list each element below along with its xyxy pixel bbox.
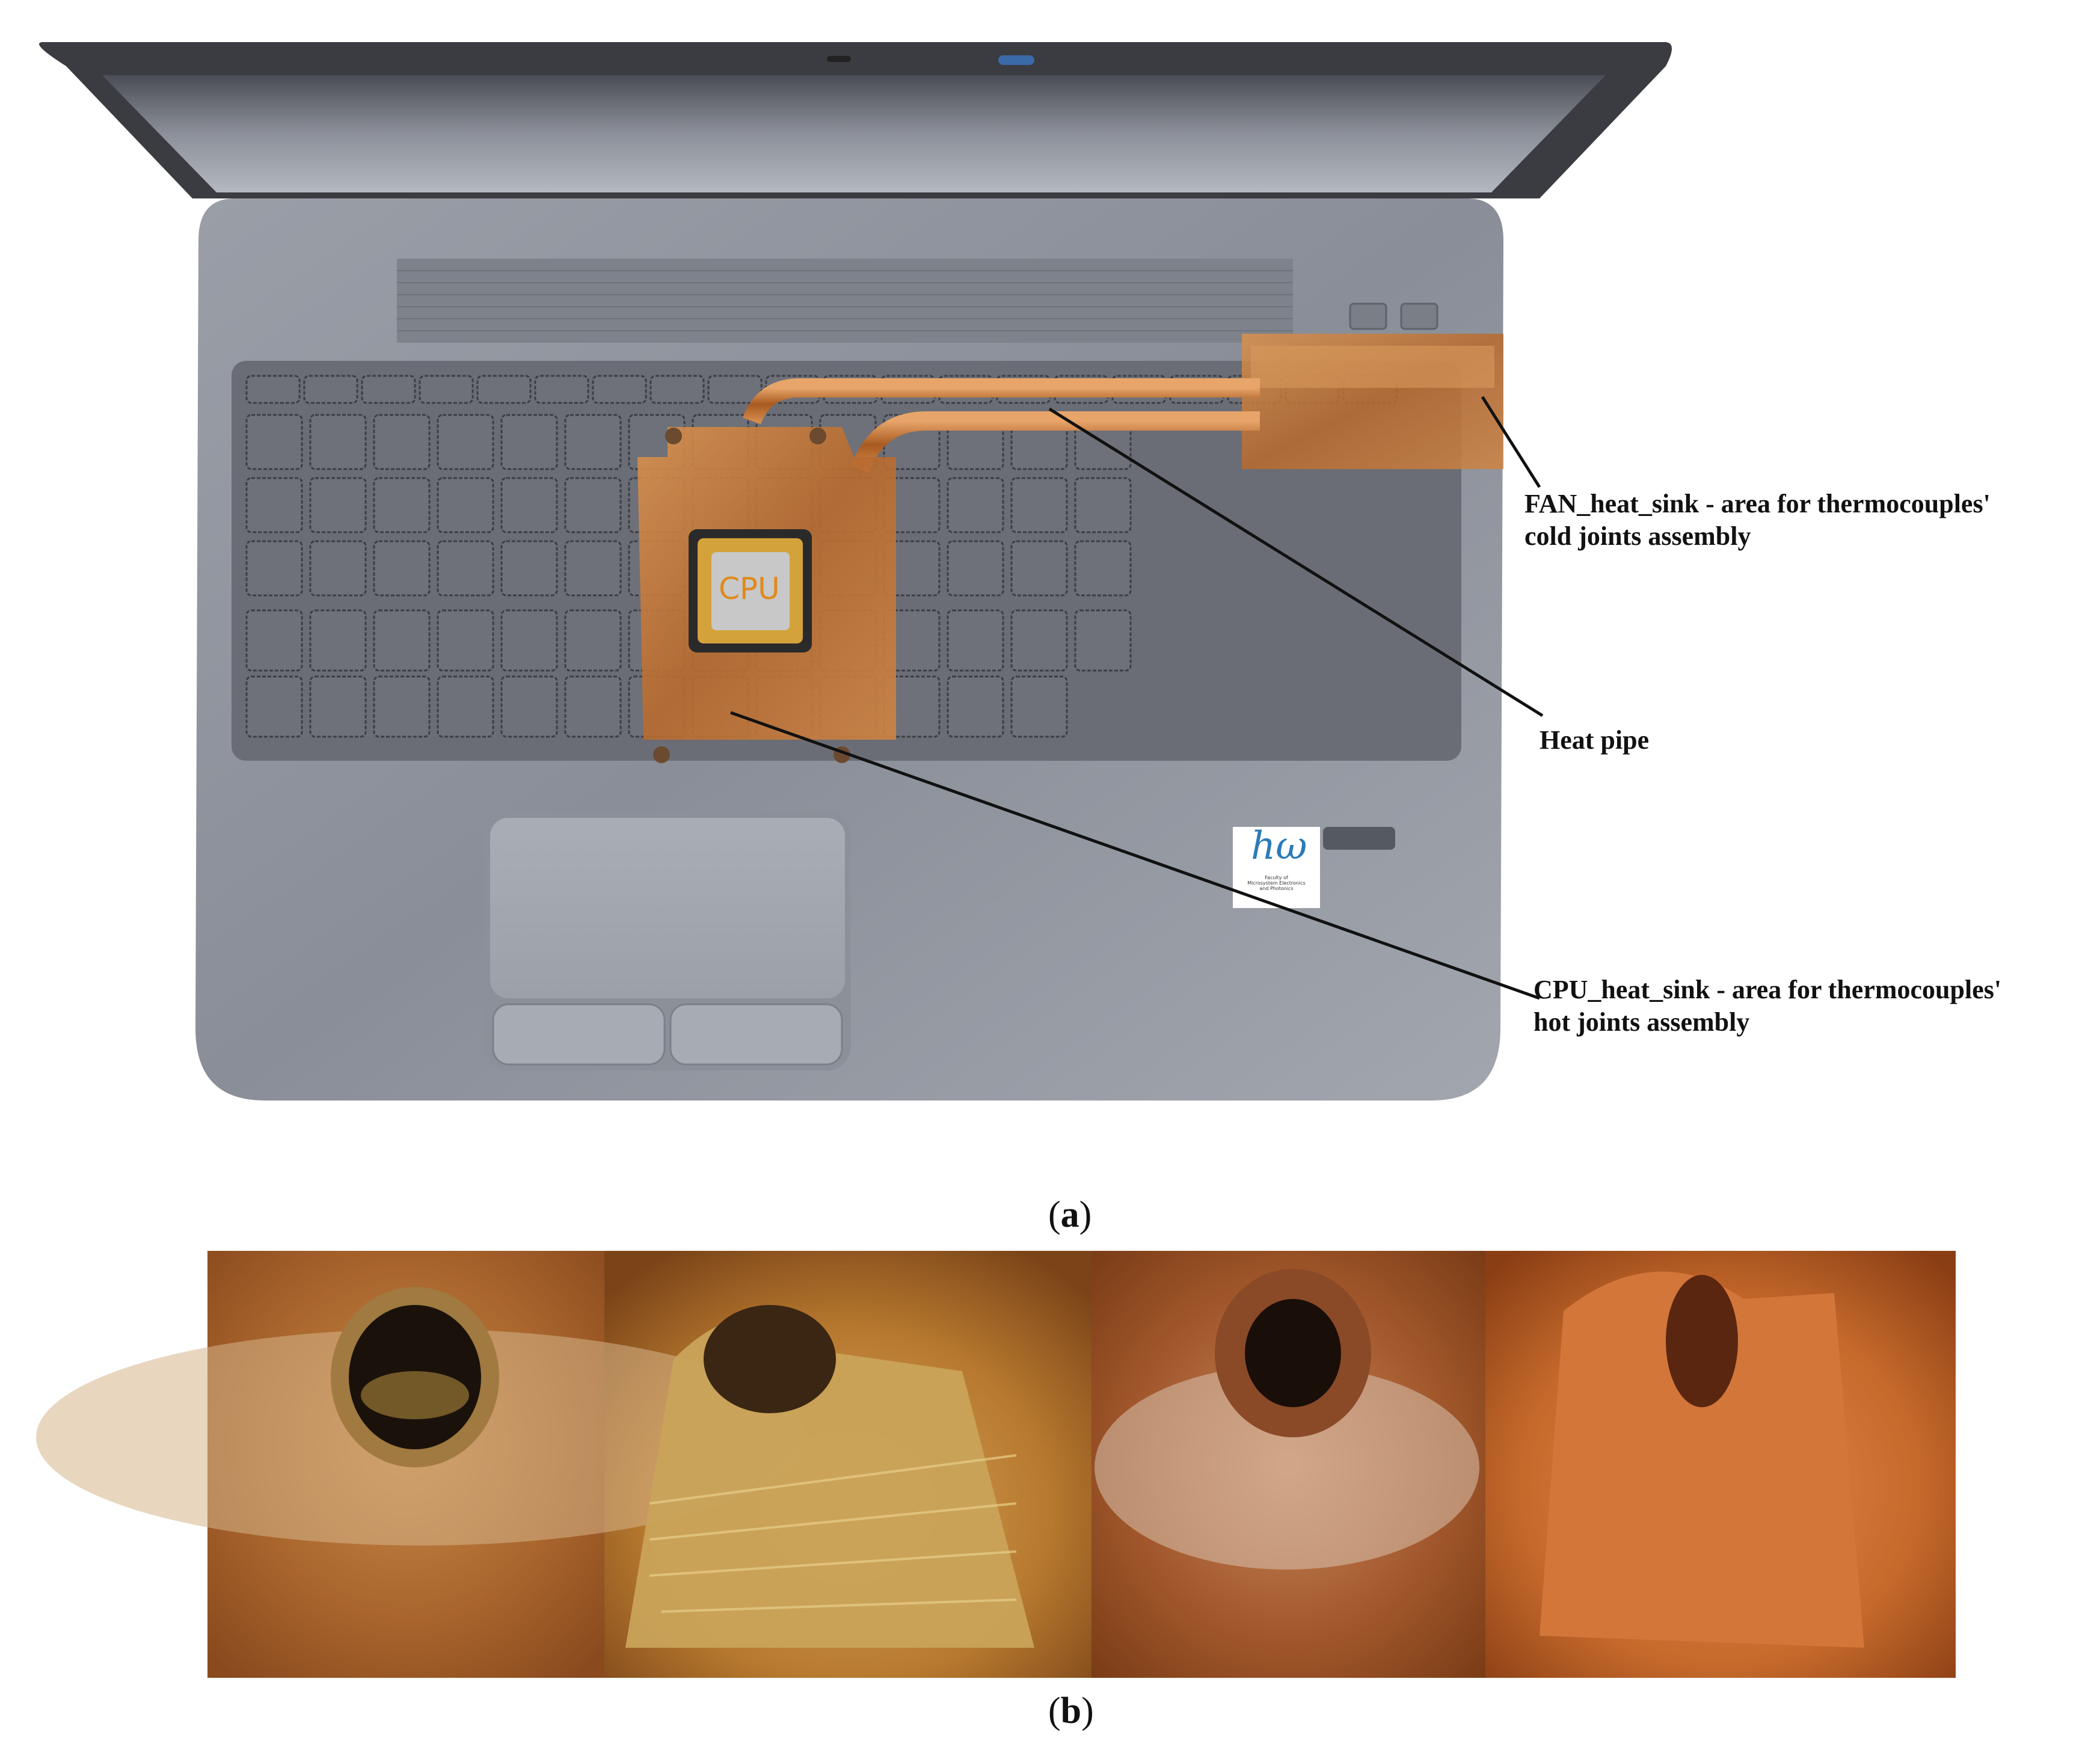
fan-heat-sink — [1242, 334, 1503, 469]
keyboard-key[interactable] — [564, 477, 622, 533]
keyboard-key[interactable] — [245, 414, 303, 470]
caption-a-letter: a — [1060, 1194, 1079, 1235]
keyboard-key[interactable] — [419, 375, 474, 404]
faculty-logo-sub-2: Microsystem Electronics — [1247, 880, 1306, 886]
keyboard-key[interactable] — [245, 675, 303, 738]
faculty-logo-mark: hω — [1251, 824, 1307, 868]
keyboard-key[interactable] — [437, 414, 494, 470]
keyboard-key[interactable] — [500, 540, 558, 597]
keyboard-key[interactable] — [1074, 477, 1132, 533]
keyboard-key[interactable] — [245, 609, 303, 672]
keyboard-key[interactable] — [1010, 675, 1068, 738]
keyboard-key[interactable] — [373, 609, 431, 672]
keyboard-key[interactable] — [361, 375, 416, 404]
fingerprint-reader — [1323, 827, 1395, 850]
heat-pipe-photos — [36, 1251, 1956, 1678]
keyboard-key[interactable] — [500, 414, 558, 470]
fan-heat-sink-label-line1: FAN_heat_sink - area for thermocouples' — [1524, 489, 1991, 518]
keyboard-key[interactable] — [564, 675, 622, 738]
keyboard-key[interactable] — [437, 609, 494, 672]
keyboard-key[interactable] — [309, 477, 367, 533]
keyboard-key[interactable] — [947, 609, 1004, 672]
cpu-heat-sink-label-line1: CPU_heat_sink - area for thermocouples' — [1534, 975, 2002, 1004]
keyboard-key[interactable] — [309, 675, 367, 738]
speaker-grille — [397, 259, 1293, 343]
keyboard-key[interactable] — [564, 540, 622, 597]
caption-b-letter: b — [1060, 1690, 1082, 1731]
keyboard-key[interactable] — [500, 675, 558, 738]
laptop-lid — [39, 42, 1672, 198]
keyboard-key[interactable] — [309, 609, 367, 672]
keyboard-key[interactable] — [592, 375, 647, 404]
keyboard-key[interactable] — [476, 375, 532, 404]
keyboard-key[interactable] — [1010, 609, 1068, 672]
keyboard-key[interactable] — [303, 375, 358, 404]
faculty-logo-sub-3: and Photonics — [1259, 886, 1294, 891]
heat-pipe-label: Heat pipe — [1540, 725, 1650, 755]
keyboard-key[interactable] — [564, 414, 622, 470]
fan-heat-sink-label-line2: cold joints assembly — [1524, 521, 1751, 551]
caption-b: (b) — [1048, 1690, 1094, 1731]
heat-pipe-leader — [1048, 407, 1544, 717]
keyboard-key[interactable] — [947, 540, 1004, 597]
keyboard-key[interactable] — [1010, 477, 1068, 533]
keyboard-key[interactable] — [245, 375, 301, 404]
keyboard-key[interactable] — [245, 540, 303, 597]
keyboard-key[interactable] — [947, 477, 1004, 533]
keyboard-key[interactable] — [500, 477, 558, 533]
keyboard-key[interactable] — [1074, 540, 1132, 597]
cpu-chip — [689, 529, 812, 652]
keyboard-key[interactable] — [437, 675, 494, 738]
annotation-lines — [730, 396, 1544, 1000]
keyboard-key[interactable] — [649, 375, 705, 404]
keyboard-key[interactable] — [373, 540, 431, 597]
touchpad[interactable] — [484, 812, 851, 1070]
keyboard-key[interactable] — [564, 609, 622, 672]
top-right-key-2[interactable] — [1400, 302, 1438, 330]
caption-a: (a) — [1048, 1194, 1092, 1235]
cpu-heat-sink-leader — [730, 711, 1540, 1000]
keyboard-key[interactable] — [947, 675, 1004, 738]
fan-heat-sink-leader — [1481, 396, 1541, 488]
cpu-chip-label: CPU — [719, 571, 780, 606]
keyboard-key[interactable] — [373, 675, 431, 738]
keyboard-key[interactable] — [1010, 540, 1068, 597]
top-right-key-1[interactable] — [1349, 302, 1387, 330]
keyboard-key[interactable] — [309, 540, 367, 597]
keyboard-key[interactable] — [534, 375, 589, 404]
keyboard-key[interactable] — [373, 477, 431, 533]
keyboard-key[interactable] — [373, 414, 431, 470]
keyboard-key[interactable] — [500, 609, 558, 672]
keyboard-key[interactable] — [1074, 609, 1132, 672]
cpu-heat-sink-label-line2: hot joints assembly — [1534, 1007, 1750, 1037]
keyboard-key[interactable] — [309, 414, 367, 470]
keyboard-key[interactable] — [437, 477, 494, 533]
keyboard-key[interactable] — [437, 540, 494, 597]
faculty-logo-sub-1: Faculty of — [1265, 875, 1288, 880]
keyboard-key[interactable] — [707, 375, 763, 404]
keyboard-key[interactable] — [245, 477, 303, 533]
